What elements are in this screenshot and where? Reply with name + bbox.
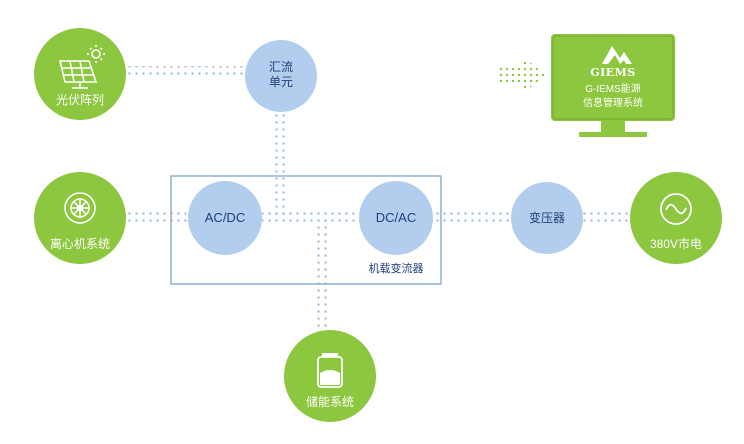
connector-pv-combiner [125,66,250,78]
combiner-node [245,40,317,112]
ac-dc-node [188,181,262,255]
combiner-label: 汇流 单元 [268,60,293,89]
transformer-node [511,182,583,254]
ac-dc-label: AC/DC [204,210,246,225]
arrow-to-monitor [498,56,546,94]
connection-lines [125,66,633,332]
battery-icon [317,353,343,388]
converter-group-label: 机载变流器 [368,263,424,275]
connector-centrifuge-acdc [128,211,190,223]
centrifuge-label: 离心机系统 [49,237,110,251]
ac-sine-icon [660,193,692,225]
solar-panel-icon [58,45,105,89]
storage-node [284,330,376,422]
grid-node [630,172,722,264]
giems-logo-icon [602,46,632,64]
pv-array-node [34,28,126,120]
dc-ac-label: DC/AC [375,210,417,225]
giems-logo-text: GIEMS [590,66,636,79]
centrifuge-icon [64,192,96,224]
connector-combiner-bus [272,105,286,215]
centrifuge-node [34,172,126,264]
monitor-title-line1: G-IEMS能源 [585,84,641,95]
monitor-title-line2: 信息管理系统 [583,98,643,109]
transformer-label: 变压器 [528,211,565,225]
giems-monitor [551,34,675,137]
connector-bus-storage [317,220,331,332]
converter-frame [170,175,442,285]
connector-dcac-transformer [432,211,514,223]
grid-label: 380V市电 [649,237,703,251]
connector-transformer-grid [583,211,633,223]
dc-ac-node [359,181,433,255]
connector-acdc-dcac [262,211,360,223]
storage-label: 储能系统 [305,395,354,409]
pv-array-label: 光伏阵列 [55,93,104,107]
